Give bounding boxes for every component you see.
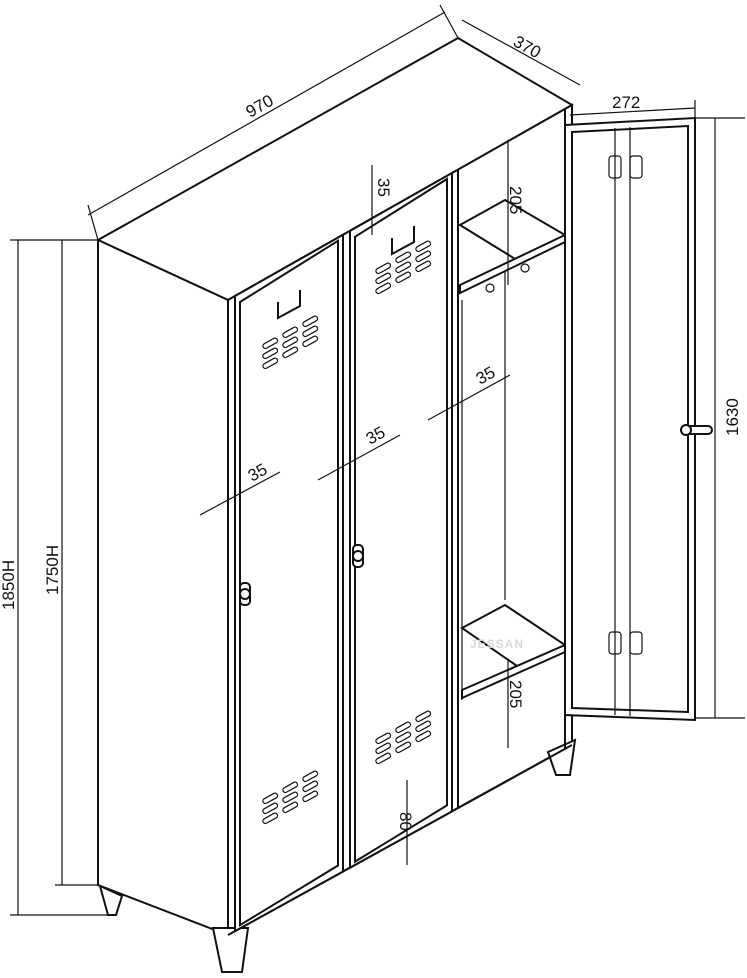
vent-slot [415,730,432,743]
vent-slot [282,801,299,814]
vent-slot [415,260,432,273]
vent-slot [262,812,279,825]
dim-top-gap: 35 [374,178,393,197]
door-left-inner-edge [239,238,339,927]
door-middle[interactable] [349,171,453,870]
vent-slot [282,781,299,794]
vent-slot [282,346,299,359]
vent-slot [375,732,392,745]
vent-slot [302,315,319,328]
coat-hook [485,283,495,293]
vent-slot [302,790,319,803]
leg-back-left [98,884,124,916]
side-panel [97,238,229,937]
vent-slot [262,357,279,370]
vent-slot [262,802,279,815]
vent-slot [395,721,412,734]
vent-slot [415,250,432,263]
vent-slot [282,791,299,804]
dim-shelf-bottom-gap: 205 [506,680,525,708]
dim-door-height: 1630 [723,398,742,436]
door-middle-inner-edge [354,177,448,864]
lock-handle-left[interactable] [239,582,251,606]
door-handle[interactable] [680,424,713,436]
vent-slot [375,262,392,275]
label-holder [277,290,301,320]
vent-slot [395,271,412,284]
vent-slot [375,272,392,285]
vent-slot [415,720,432,733]
vent-slot [415,710,432,723]
vent-slot [375,752,392,765]
label-holder [391,226,415,256]
vent-slot [282,336,299,349]
vent-slot [415,240,432,253]
vent-slot [395,741,412,754]
dim-bottom-gap: 80 [396,812,415,831]
vent-slot [395,261,412,274]
dim-body-height: 1750H [43,545,62,595]
vent-slot [395,731,412,744]
coat-hook [520,263,530,273]
open-door [564,116,713,722]
lock-handle-middle[interactable] [352,544,364,568]
vent-slot [302,335,319,348]
vent-slot [262,792,279,805]
vent-slot [262,337,279,350]
vent-slot [375,282,392,295]
dim-width: 970 [243,91,277,122]
dim-door-width: 272 [612,93,640,112]
watermark: JESSAN [470,637,524,651]
vent-slot [375,742,392,755]
vent-slot [282,326,299,339]
vent-slot [302,325,319,338]
dim-total-height: 1850H [0,560,18,610]
vent-slot [395,251,412,264]
vent-slot [302,780,319,793]
dim-depth: 370 [510,32,544,62]
door-left[interactable] [234,233,344,933]
vent-slot [262,347,279,360]
dim-shelf-top-gap: 205 [506,186,525,214]
vent-slot [302,770,319,783]
